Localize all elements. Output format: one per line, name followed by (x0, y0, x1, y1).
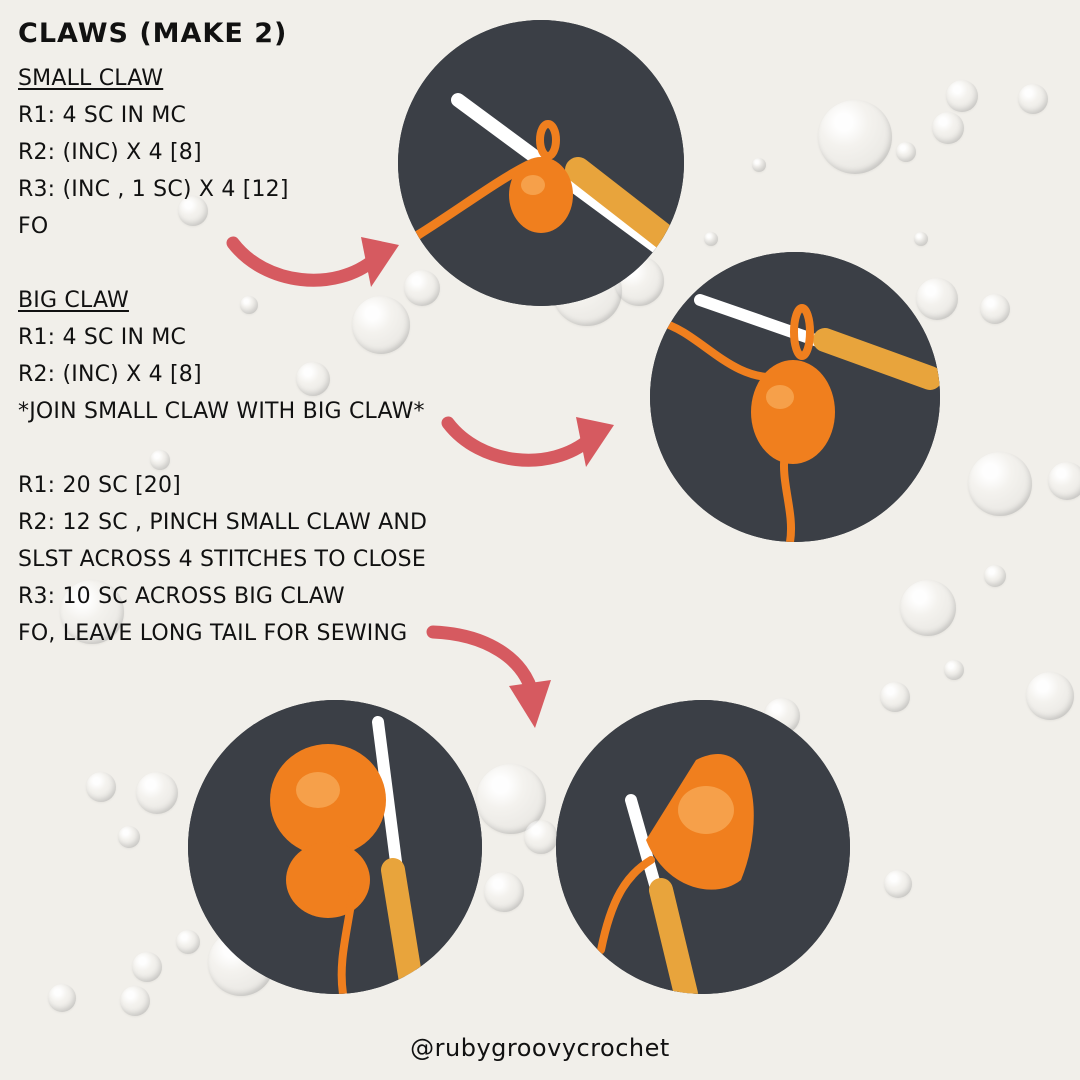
bubble (704, 232, 718, 246)
bubble (60, 580, 124, 644)
bubble (896, 142, 916, 162)
bubble (136, 772, 178, 814)
arrow-to-photo-3 (426, 625, 551, 728)
footer-handle: @rubygroovycrochet (410, 1034, 670, 1062)
page-title: CLAWS (MAKE 2) (18, 18, 288, 49)
join-row: R3: 10 SC ACROSS BIG CLAW (18, 584, 345, 609)
small-claw-row: FO (18, 214, 49, 239)
bubble (984, 565, 1006, 587)
arrow-to-photo-2 (441, 416, 614, 467)
bubble (944, 660, 964, 680)
photo-small-claw (398, 20, 684, 306)
bubble (150, 450, 170, 470)
bubble (296, 362, 330, 396)
small-claw-heading: SMALL CLAW (18, 66, 164, 91)
bubble (120, 986, 150, 1016)
join-row: SLST ACROSS 4 STITCHES TO CLOSE (18, 547, 426, 572)
arrow-to-photo-1 (226, 236, 399, 287)
small-claw-row: R3: (INC , 1 SC) X 4 [12] (18, 177, 289, 202)
bubble (1026, 672, 1074, 720)
small-claw-row: R1: 4 SC IN MC (18, 103, 187, 128)
join-row: R2: 12 SC , PINCH SMALL CLAW AND (18, 510, 428, 535)
small-claw-row: R2: (INC) X 4 [8] (18, 140, 202, 165)
bubble (884, 870, 912, 898)
bubble (914, 232, 928, 246)
bubble (118, 826, 140, 848)
bubble (48, 984, 76, 1012)
join-row: FO, LEAVE LONG TAIL FOR SEWING (18, 621, 408, 646)
bubble (524, 820, 558, 854)
bubble (86, 772, 116, 802)
join-row: R1: 20 SC [20] (18, 473, 181, 498)
big-claw-row: R1: 4 SC IN MC (18, 325, 187, 350)
big-claw-row: *JOIN SMALL CLAW WITH BIG CLAW* (18, 399, 425, 424)
big-claw-row: R2: (INC) X 4 [8] (18, 362, 202, 387)
bubble (484, 872, 524, 912)
bubble (752, 158, 766, 172)
bubble (352, 296, 410, 354)
bubble (916, 278, 958, 320)
photo-finished-claw (556, 700, 850, 994)
bubble (404, 270, 440, 306)
bubble (240, 296, 258, 314)
bubble (880, 682, 910, 712)
bubble (980, 294, 1010, 324)
bubble (900, 580, 956, 636)
bubble (946, 80, 978, 112)
bubble (176, 930, 200, 954)
photo-joined-claw (188, 700, 482, 994)
bubble (1018, 84, 1048, 114)
bubble (818, 100, 892, 174)
big-claw-heading: BIG CLAW (18, 288, 129, 313)
bubble (178, 196, 208, 226)
bubble (132, 952, 162, 982)
bubble (932, 112, 964, 144)
bubble (1048, 462, 1080, 500)
bubble (968, 452, 1032, 516)
photo-big-claw (650, 252, 940, 542)
